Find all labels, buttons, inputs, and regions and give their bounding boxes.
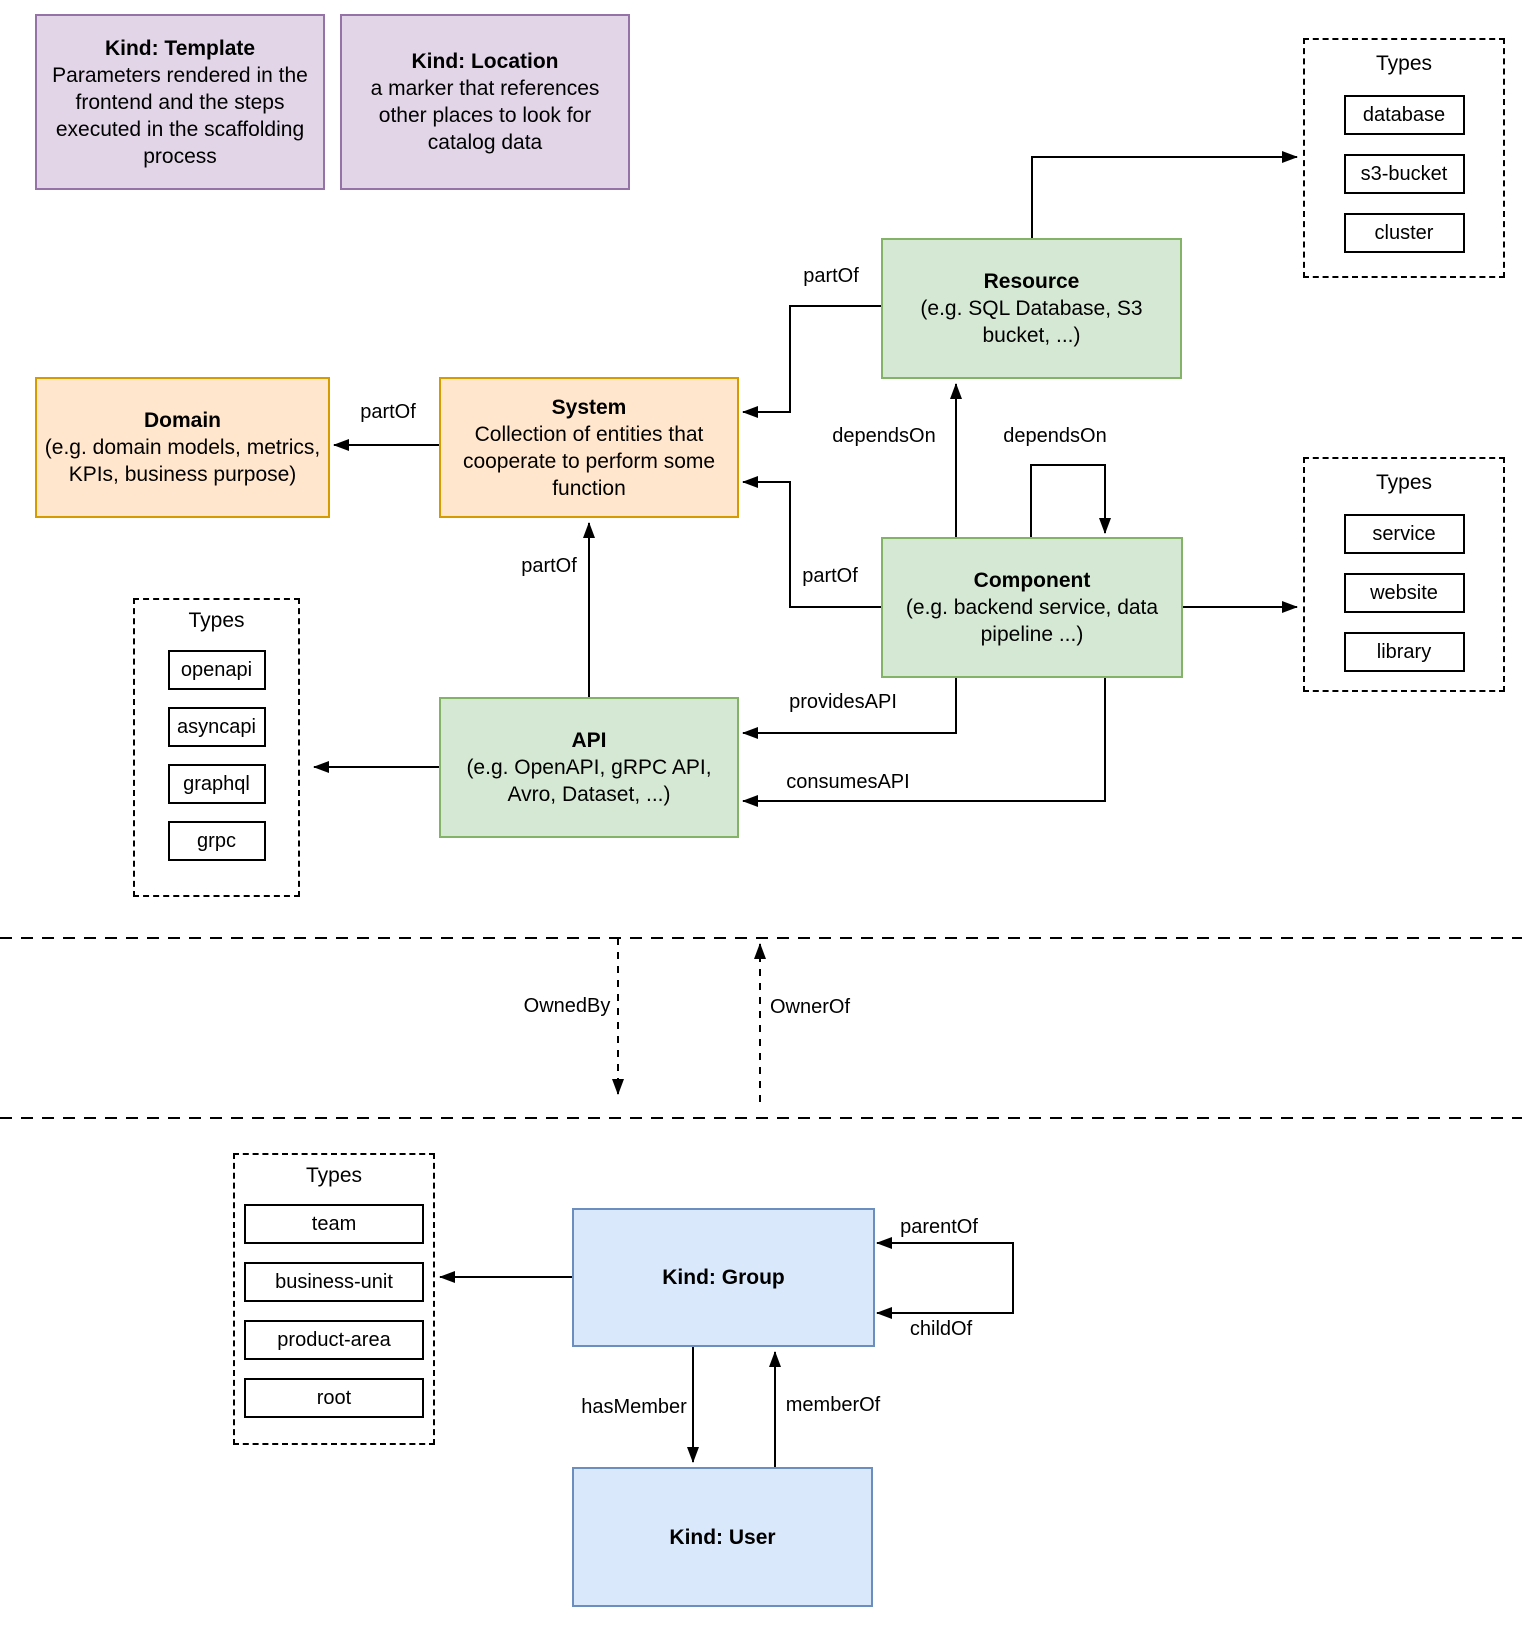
- types-group-component: Types service website library: [1303, 457, 1505, 692]
- type-item-cluster: cluster: [1343, 213, 1465, 253]
- node-title: Kind: User: [669, 1525, 776, 1549]
- edge-component-providesapi: [742, 678, 957, 739]
- edge-label-partof-resource-system: partOf: [801, 265, 861, 287]
- node-title: Resource: [983, 270, 1080, 293]
- types-group-title: Types: [1375, 52, 1433, 75]
- edge-resource-to-types: [1031, 151, 1298, 238]
- type-item-website: website: [1343, 573, 1465, 613]
- edge-label-dependson-component: dependsOn: [1001, 425, 1109, 447]
- edge-label-partof-system-domain: partOf: [358, 401, 418, 423]
- edge-label-ownerof: OwnerOf: [767, 996, 853, 1018]
- node-kind-location: Kind: Location a marker that references …: [340, 14, 630, 190]
- edge-label-ownedby: OwnedBy: [521, 995, 613, 1017]
- edge-label-partof-component-system: partOf: [800, 565, 860, 587]
- type-item-product-area: product-area: [244, 1320, 424, 1360]
- type-item-team: team: [244, 1204, 424, 1244]
- type-item-s3-bucket: s3-bucket: [1343, 154, 1465, 194]
- edge-label-parentof: parentOf: [898, 1216, 980, 1238]
- edge-label-dependson-resource: dependsOn: [830, 425, 938, 447]
- edge-label-partof-api-system: partOf: [519, 555, 579, 577]
- node-title: Kind: Location: [411, 50, 559, 73]
- edge-component-dependson-self: [1030, 464, 1111, 537]
- node-system: System Collection of entities that coope…: [439, 377, 739, 518]
- node-desc: (e.g. SQL Database, S3 bucket, ...): [920, 297, 1143, 347]
- types-group-resource: Types database s3-bucket cluster: [1303, 38, 1505, 278]
- node-desc: a marker that references other places to…: [370, 77, 600, 154]
- type-item-graphql: graphql: [167, 764, 266, 804]
- type-item-openapi: openapi: [167, 650, 266, 690]
- node-resource: Resource (e.g. SQL Database, S3 bucket, …: [881, 238, 1182, 379]
- edge-group-self-loop: [876, 1237, 1014, 1319]
- edge-resource-partof-system: [742, 305, 881, 418]
- edge-label-providesapi: providesAPI: [787, 691, 899, 713]
- node-desc: (e.g. backend service, data pipeline ...…: [905, 596, 1159, 646]
- node-kind-group: Kind: Group: [572, 1208, 875, 1347]
- node-kind-template: Kind: Template Parameters rendered in th…: [35, 14, 325, 190]
- type-item-service: service: [1343, 514, 1465, 554]
- type-item-grpc: grpc: [167, 821, 266, 861]
- types-group-title: Types: [305, 1164, 363, 1187]
- edge-component-consumesapi: [742, 678, 1106, 807]
- type-item-database: database: [1343, 95, 1465, 135]
- node-desc: (e.g. domain models, metrics, KPIs, busi…: [44, 436, 321, 486]
- edge-component-partof-system: [742, 476, 881, 608]
- node-desc: Parameters rendered in the frontend and …: [52, 63, 308, 168]
- types-group-api: Types openapi asyncapi graphql grpc: [133, 598, 300, 897]
- type-item-business-unit: business-unit: [244, 1262, 424, 1302]
- node-title: System: [551, 395, 627, 419]
- types-group-title: Types: [1375, 471, 1433, 494]
- node-title: Component: [973, 569, 1091, 592]
- edge-label-memberof: memberOf: [783, 1394, 883, 1416]
- node-api: API (e.g. OpenAPI, gRPC API, Avro, Datas…: [439, 697, 739, 838]
- node-title: Domain: [143, 409, 221, 432]
- type-item-root: root: [244, 1378, 424, 1418]
- type-item-library: library: [1343, 632, 1465, 672]
- node-domain: Domain (e.g. domain models, metrics, KPI…: [35, 377, 330, 518]
- node-title: Kind: Group: [662, 1266, 785, 1289]
- edge-label-childof: childOf: [907, 1318, 975, 1340]
- edge-label-hasmember: hasMember: [579, 1396, 689, 1418]
- edge-label-consumesapi: consumesAPI: [784, 771, 912, 793]
- type-item-asyncapi: asyncapi: [167, 707, 266, 747]
- types-group-title: Types: [188, 609, 245, 632]
- node-component: Component (e.g. backend service, data pi…: [881, 537, 1183, 678]
- node-desc: Collection of entities that cooperate to…: [462, 422, 716, 500]
- types-group-group: Types team business-unit product-area ro…: [233, 1153, 435, 1445]
- node-title: API: [571, 729, 607, 752]
- node-title: Kind: Template: [104, 36, 256, 60]
- node-desc: (e.g. OpenAPI, gRPC API, Avro, Dataset, …: [466, 756, 712, 806]
- node-kind-user: Kind: User: [572, 1467, 873, 1607]
